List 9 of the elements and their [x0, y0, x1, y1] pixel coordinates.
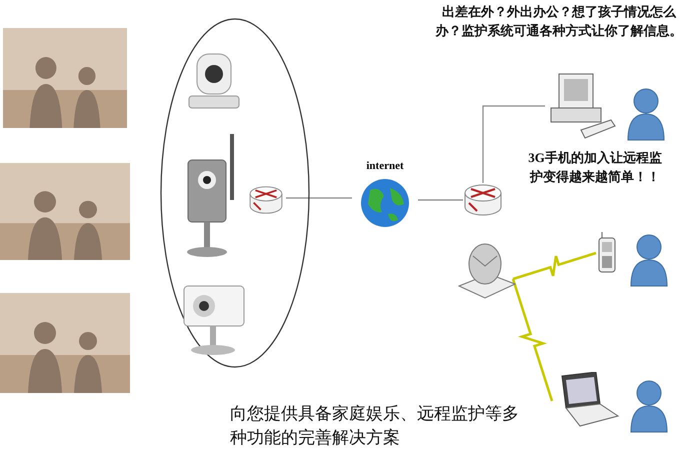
wireless-link — [512, 278, 554, 402]
caption-text: 向您提供具备家庭娱乐、远程监护等多种功能的完善解决方案 — [230, 403, 520, 449]
node-label: internet — [366, 160, 404, 174]
network-line — [418, 199, 463, 201]
note-text: 出差在外？外出办公？想了孩子情况怎么办？监护系统可通各种方式让你了解信息。 — [434, 3, 684, 40]
network-line — [482, 105, 545, 183]
wireless-link — [512, 252, 596, 280]
note-text: 3G手机的加入让远程监护变得越来越简单！！ — [527, 149, 663, 186]
network-line — [286, 197, 352, 199]
